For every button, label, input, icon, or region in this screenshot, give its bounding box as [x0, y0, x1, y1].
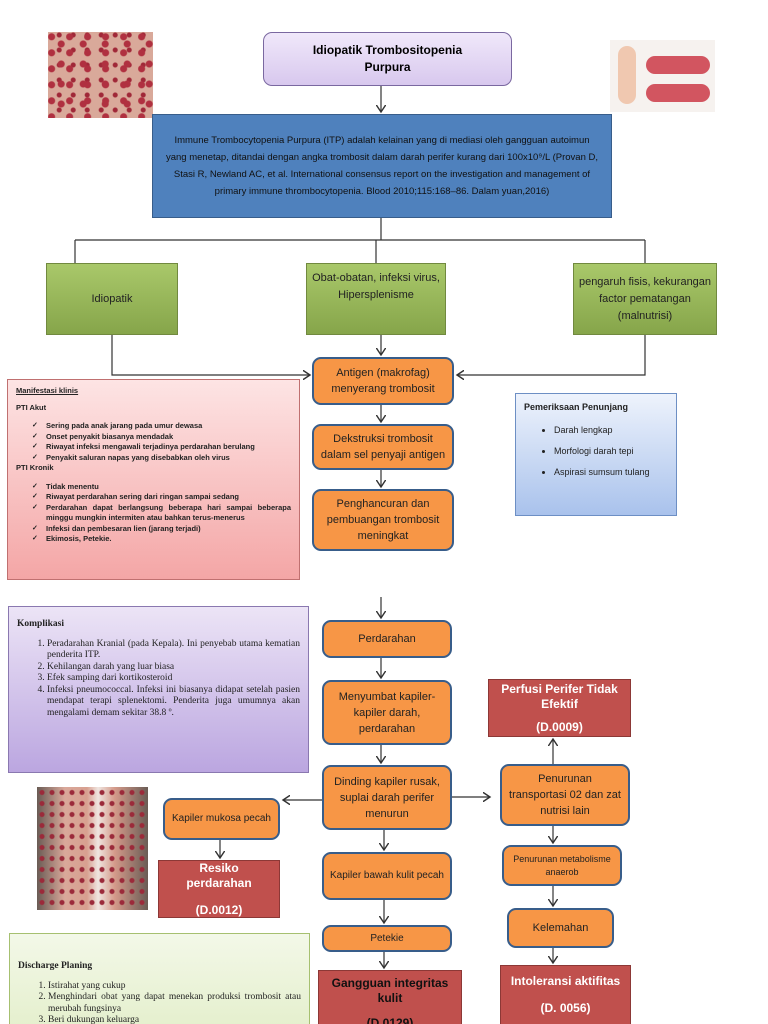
- komplikasi-box: Komplikasi Peradarahan Kranial (pada Kep…: [8, 606, 309, 773]
- cause-idiopatik: Idiopatik: [46, 263, 178, 335]
- manifestasi-klinis-box: Manifestasi klinis PTI Akut Sering pada …: [7, 379, 300, 580]
- legs-petechiae-photo: [37, 787, 148, 910]
- diagnosis-gangguan: Gangguan integritas kulit(D.0129): [318, 970, 462, 1024]
- komplikasi-list: Peradarahan Kranial (pada Kepala). Ini p…: [17, 639, 300, 720]
- node-antigen: Antigen (makrofag) menyerang trombosit: [312, 357, 454, 405]
- page-title: Idiopatik Trombositopenia Purpura: [312, 43, 463, 74]
- node-kelemahan: Kelemahan: [507, 908, 614, 948]
- diagnosis-intoleransi: Intoleransi aktifitas(D. 0056): [500, 965, 631, 1024]
- akut-list: Sering pada anak jarang pada umur dewasa…: [16, 421, 291, 463]
- discharge-planing-box: Discharge Planing Istirahat yang cukup M…: [9, 933, 310, 1024]
- diagnosis-resiko: Resiko perdarahan(D.0012): [158, 860, 280, 918]
- cause-fisis: pengaruh fisis, kekurangan factor pemata…: [573, 263, 717, 335]
- node-penurunan-metabolisme: Penurunan metabolisme anaerob: [502, 845, 622, 886]
- diagnosis-perfusi: Perfusi Perifer Tidak Efektif(D.0009): [488, 679, 631, 737]
- node-kapiler-mukosa: Kapiler mukosa pecah: [163, 798, 280, 840]
- pemeriksaan-list: Darah lengkap Morfologi darah tepi Aspir…: [524, 420, 668, 483]
- node-dinding: Dinding kapiler rusak, suplai darah peri…: [322, 765, 452, 830]
- node-perdarahan: Perdarahan: [322, 620, 452, 658]
- node-penurunan-transport: Penurunan transportasi 02 dan zat nutris…: [500, 764, 630, 826]
- manifestasi-heading: Manifestasi klinis: [16, 386, 79, 395]
- definition-box: Immune Trombocytopenia Purpura (ITP) ada…: [152, 114, 612, 218]
- kronik-list: Tidak menentu Riwayat perdarahan sering …: [16, 482, 291, 545]
- node-dekstruksi: Dekstruksi trombosit dalam sel penyaji a…: [312, 424, 454, 470]
- purpura-skin-photo: [48, 32, 153, 118]
- pemeriksaan-box: Pemeriksaan Penunjang Darah lengkap Morf…: [515, 393, 677, 516]
- node-petekie: Petekie: [322, 925, 452, 952]
- title-box: Idiopatik Trombositopenia Purpura: [263, 32, 512, 86]
- itp-illustration: [610, 40, 715, 112]
- node-penghancuran: Penghancuran dan pembuangan trombosit me…: [312, 489, 454, 551]
- discharge-list: Istirahat yang cukup Menghindari obat ya…: [18, 981, 301, 1024]
- node-menyumbat: Menyumbat kapiler-kapiler darah, perdara…: [322, 680, 452, 745]
- node-kapiler-bawah: Kapiler bawah kulit pecah: [322, 852, 452, 900]
- cause-obat: Obat-obatan, infeksi virus, Hipersplenis…: [306, 263, 446, 335]
